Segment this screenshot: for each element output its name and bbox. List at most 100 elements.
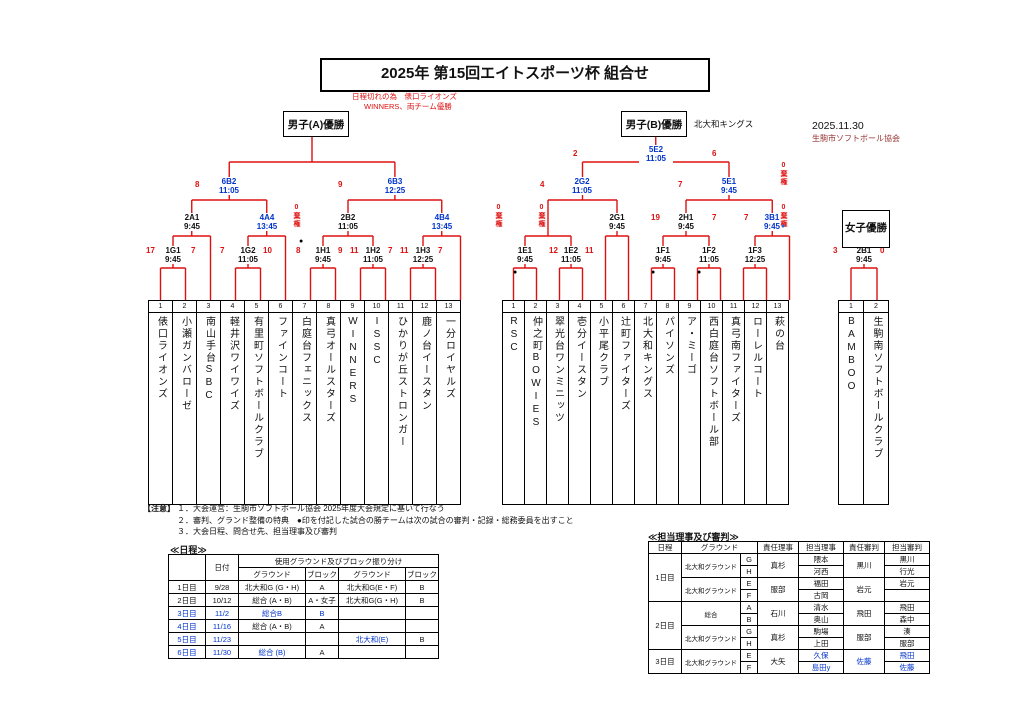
- cell: 11/2: [205, 606, 239, 620]
- team-name: ファインコート: [275, 316, 287, 400]
- cell: 北大和(E): [338, 632, 406, 646]
- winner-duty-dot: ●: [651, 269, 656, 276]
- officials-col-tanto-riji: 担当理事: [798, 541, 844, 554]
- cell: 久保: [798, 649, 844, 662]
- bracket-b-champion-name: 北大和キングス: [694, 119, 754, 129]
- score: 10: [263, 246, 272, 255]
- schedule-table: 日付 使用グラウンド及びブロック振り分け グラウンド ブロック グラウンド ブロ…: [168, 554, 439, 659]
- cell: 佐藤: [884, 661, 930, 674]
- score: 7: [191, 246, 196, 255]
- score: 8: [195, 180, 200, 189]
- officials-col-day: 日程: [648, 541, 682, 554]
- winner-duty-dot-blue: ●: [781, 223, 786, 230]
- team-name: 有里町ソフトボールクラブ: [251, 316, 263, 460]
- cell: [405, 606, 439, 620]
- score: 4: [540, 180, 545, 189]
- cell: 真杉: [757, 553, 799, 578]
- score: 7: [744, 213, 749, 222]
- schedule-corner: [168, 554, 206, 581]
- team-number: 6: [268, 300, 293, 313]
- match-time: 9:45: [314, 255, 331, 265]
- match-time: 9:45: [164, 255, 181, 265]
- cell: 石川: [757, 601, 799, 626]
- forfeit-note: 0棄権: [780, 162, 787, 186]
- cell: 佐藤: [843, 649, 885, 674]
- cell: G: [740, 553, 758, 566]
- team-name: 南山手台SBC: [203, 316, 215, 403]
- cell: 奥山: [798, 613, 844, 626]
- score: 11: [585, 246, 594, 255]
- score: 7: [438, 246, 443, 255]
- match-time: 9:45: [654, 255, 671, 265]
- team-number: 11: [722, 300, 745, 313]
- cell: A: [740, 601, 758, 614]
- note-line: ３．大会日程、問合せ先、担当理事及び審判: [177, 527, 337, 537]
- team-number: 13: [766, 300, 789, 313]
- forfeit-note: 0棄権: [495, 204, 502, 228]
- match-time: 13:45: [431, 222, 453, 232]
- match-id: 1G2: [240, 246, 256, 255]
- cell: B: [740, 613, 758, 626]
- match-id: 3B1: [764, 213, 780, 222]
- team-name: 真弓南ファイターズ: [728, 316, 740, 424]
- officials-row: F 島田y 佐藤: [649, 661, 930, 674]
- match-time: 9:45: [855, 255, 872, 265]
- match-id: 2B2: [340, 213, 356, 222]
- cell: 11/30: [205, 645, 239, 659]
- cell: 北大和グラウンド: [681, 625, 741, 650]
- team-number: 3: [196, 300, 221, 313]
- cell: [338, 619, 406, 633]
- team-name: ア・ミーゴ: [684, 316, 696, 376]
- team-name: 小瀬ガンバローゼ: [179, 316, 191, 412]
- cell: 岩元: [843, 577, 885, 602]
- team-cell: 6 ファインコート: [268, 300, 293, 505]
- match-time: 11:05: [218, 186, 240, 196]
- match-time: 12:25: [412, 255, 434, 265]
- winner-duty-dot: ●: [299, 238, 304, 245]
- officials-table: 日程 グラウンド 責任理事 担当理事 責任審判 担当審判 1日目 北大和グラウン…: [648, 541, 930, 674]
- team-cell: 3 南山手台SBC: [196, 300, 221, 505]
- cell: F: [740, 661, 758, 674]
- cell: [305, 632, 339, 646]
- cell: 2日目: [648, 601, 682, 650]
- score: 9: [338, 246, 343, 255]
- cell: A: [305, 580, 339, 594]
- cell: B: [405, 580, 439, 594]
- cell: 3日目: [168, 606, 206, 620]
- cell: 9/28: [205, 580, 239, 594]
- match-id: 6B2: [221, 177, 237, 186]
- forfeit-note: 0棄権: [780, 204, 787, 228]
- cell: [238, 632, 306, 646]
- cell: 真杉: [757, 625, 799, 650]
- cell: A: [305, 645, 339, 659]
- match-id: 5E2: [648, 145, 664, 154]
- cell: [884, 589, 930, 602]
- team-name: 仲之町BOWIES: [530, 316, 542, 430]
- match-time: 11:05: [362, 255, 384, 265]
- cell: [338, 645, 406, 659]
- bracket-a-note-line1: 日程切れの為 俵口ライオンズ: [352, 92, 457, 101]
- match-id: 2H1: [678, 213, 694, 222]
- notes-block: 【注意】 １．大会運営：生駒市ソフトボール協会 2025年度大会規定に基いて行な…: [143, 503, 574, 538]
- notes-header: 【注意】: [143, 504, 175, 513]
- cell: 北大和G (G・H): [238, 580, 306, 594]
